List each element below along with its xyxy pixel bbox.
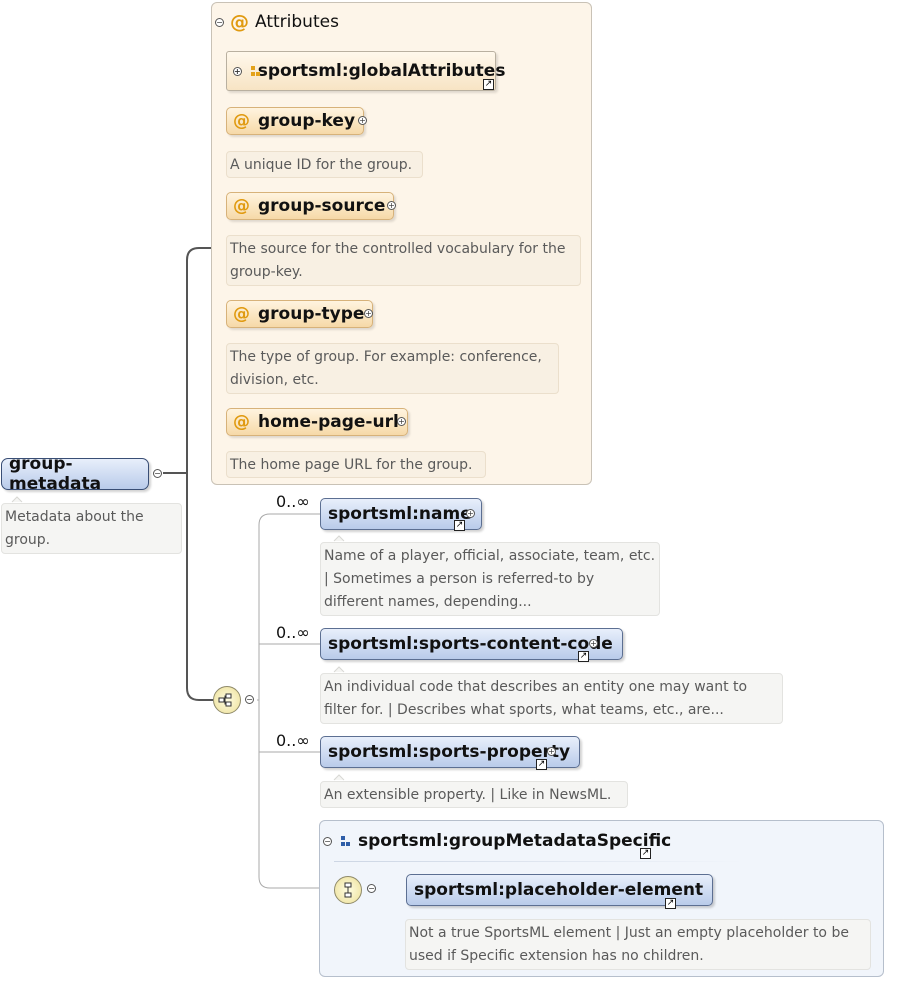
collapse-attributes-icon[interactable]: −: [215, 17, 224, 27]
occurrence-label: 0..∞: [276, 492, 310, 511]
collapse-group-icon[interactable]: −: [323, 836, 332, 846]
expand-group-key-icon[interactable]: +: [358, 116, 367, 125]
expand-home-page-url-icon[interactable]: +: [397, 417, 406, 426]
attribute-home-page-url[interactable]: @ home-page-url: [226, 408, 408, 436]
global-attributes-label: sportsml:globalAttributes: [257, 61, 506, 81]
reference-link-icon[interactable]: ↗: [536, 759, 547, 770]
root-documentation: Metadata about the group.: [1, 503, 182, 554]
reference-link-icon[interactable]: ↗: [665, 898, 676, 909]
attribute-group-source[interactable]: @ group-source: [226, 192, 395, 220]
group-key-documentation: A unique ID for the group.: [226, 151, 423, 178]
reference-link-icon[interactable]: ↗: [454, 520, 465, 531]
sports-property-documentation: An extensible property. | Like in NewsML…: [320, 781, 628, 808]
occurrence-label: 0..∞: [276, 731, 310, 750]
group-source-documentation: The source for the controlled vocabulary…: [226, 235, 581, 286]
attributes-title: Attributes: [255, 12, 339, 32]
attribute-group-key[interactable]: @ group-key: [226, 107, 365, 135]
root-element-group-metadata[interactable]: group-metadata: [1, 454, 149, 494]
collapse-toggle-icon[interactable]: −: [153, 469, 162, 478]
reference-link-icon[interactable]: ↗: [578, 651, 589, 662]
attributes-header: − @ Attributes: [215, 11, 339, 33]
collapse-sequence-icon[interactable]: −: [245, 695, 254, 704]
attribute-at-icon: @: [233, 304, 250, 324]
attribute-at-icon: @: [233, 196, 250, 216]
expand-sportsml-name-icon[interactable]: +: [466, 509, 475, 518]
group-header: − sportsml:groupMetadataSpecific: [323, 831, 671, 851]
occurrence-label: 0..∞: [276, 623, 310, 642]
reference-link-icon[interactable]: ↗: [483, 79, 494, 90]
global-attributes-ref[interactable]: + sportsml:globalAttributes: [226, 51, 505, 91]
element-sportsml-placeholder-element[interactable]: sportsml:placeholder-element: [406, 874, 714, 906]
attribute-at-icon: @: [233, 412, 250, 432]
group-divider: [334, 861, 744, 862]
inner-sequence-compositor-icon[interactable]: [334, 876, 362, 904]
expand-global-attributes-icon[interactable]: +: [233, 66, 242, 76]
sports-content-code-documentation: An individual code that describes an ent…: [320, 673, 783, 724]
model-group-icon: [340, 835, 350, 847]
expand-group-source-icon[interactable]: +: [387, 201, 396, 210]
group-type-documentation: The type of group. For example: conferen…: [226, 343, 559, 394]
element-sportsml-sports-content-code[interactable]: sportsml:sports-content-code: [320, 628, 623, 660]
root-element-label: group-metadata: [9, 454, 102, 494]
attributes-container: − @ Attributes + sportsml:globalAttribut…: [211, 2, 592, 485]
reference-link-icon[interactable]: ↗: [640, 848, 651, 859]
home-page-url-documentation: The home page URL for the group.: [226, 451, 486, 478]
sportsml-name-documentation: Name of a player, official, associate, t…: [320, 542, 660, 616]
placeholder-element-documentation: Not a true SportsML element | Just an em…: [405, 919, 871, 970]
sequence-symbol-icon: [344, 882, 352, 898]
sequence-symbol-icon: [218, 693, 232, 707]
expand-sports-property-icon[interactable]: +: [547, 747, 556, 756]
group-title: sportsml:groupMetadataSpecific: [358, 831, 672, 851]
sequence-compositor-icon[interactable]: [213, 686, 241, 714]
attribute-at-icon: @: [230, 11, 249, 33]
expand-sports-content-code-icon[interactable]: +: [589, 639, 598, 648]
collapse-inner-sequence-icon[interactable]: −: [367, 884, 376, 893]
attribute-at-icon: @: [233, 111, 250, 131]
expand-group-type-icon[interactable]: +: [364, 309, 373, 318]
attribute-group-type[interactable]: @ group-type: [226, 300, 374, 328]
